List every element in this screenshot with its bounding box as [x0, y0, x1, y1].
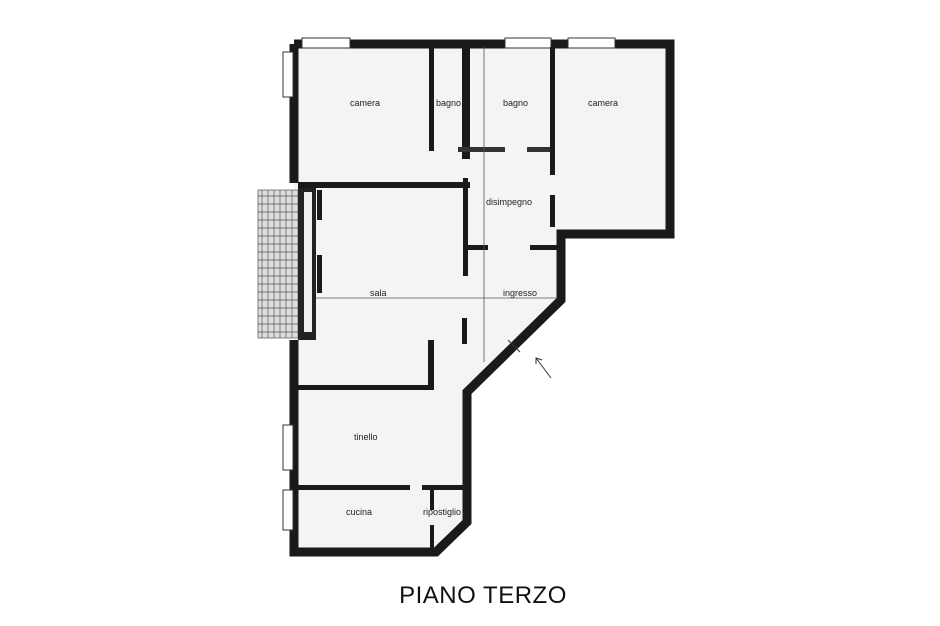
- room-label-bagno-1: bagno: [436, 98, 461, 108]
- room-label-disimpegno: disimpegno: [486, 197, 532, 207]
- room-label-bagno-2: bagno: [503, 98, 528, 108]
- plan-title: PIANO TERZO: [399, 582, 567, 609]
- entrance-arrow: [507, 339, 552, 379]
- room-label-ripostiglio: ripostiglio: [423, 507, 461, 517]
- balcony: [257, 189, 305, 339]
- room-label-sala: sala: [370, 288, 387, 298]
- room-label-cucina: cucina: [346, 507, 372, 517]
- guide-lines: [316, 47, 558, 362]
- room-label-tinello: tinello: [354, 432, 378, 442]
- windows: [282, 37, 616, 531]
- room-label-camera-2: camera: [588, 98, 618, 108]
- room-label-camera-1: camera: [350, 98, 380, 108]
- interior-walls: [298, 47, 561, 550]
- room-label-ingresso: ingresso: [503, 288, 537, 298]
